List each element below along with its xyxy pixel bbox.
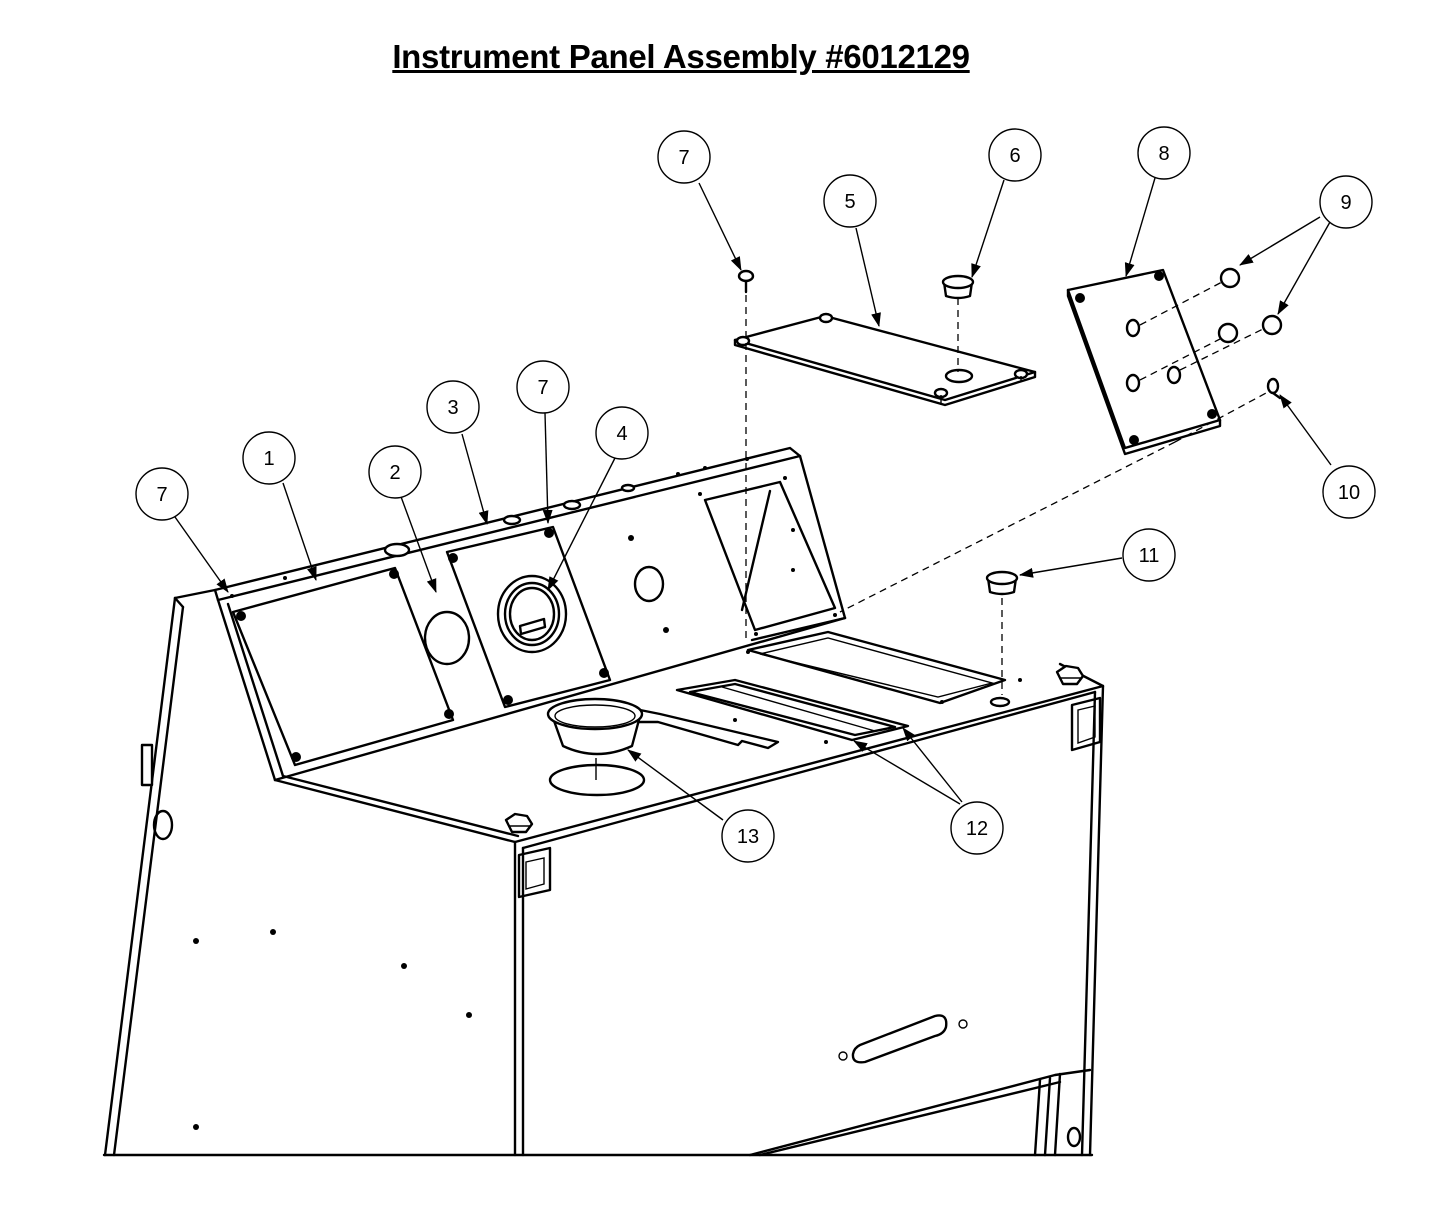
callout-6: 6 (988, 128, 1042, 182)
callout-label: 12 (966, 818, 988, 840)
assembly-lines (745, 281, 1269, 695)
callout-2: 2 (368, 445, 422, 499)
callout-12: 12 (950, 801, 1004, 855)
callout-label: 3 (447, 397, 458, 419)
desk-top-features (548, 630, 1022, 797)
top-cover-plate (733, 312, 1037, 407)
plug-6 (941, 274, 975, 300)
callout-label: 7 (678, 147, 689, 169)
callout-10: 10 (1322, 465, 1376, 519)
callout-label: 7 (537, 377, 548, 399)
cup-holder (546, 697, 644, 780)
callout-9: 9 (1319, 175, 1373, 229)
callout-3: 3 (426, 380, 480, 434)
callout-8: 8 (1137, 126, 1191, 180)
leader-lines (174, 177, 1332, 821)
switch-panel (1066, 267, 1283, 456)
callout-5: 5 (823, 174, 877, 228)
callout-1: 1 (242, 431, 296, 485)
callout-label: 2 (389, 462, 400, 484)
callout-label: 5 (844, 191, 855, 213)
callout-label: 1 (263, 448, 274, 470)
callout-label: 8 (1158, 143, 1169, 165)
callout-label: 6 (1009, 145, 1020, 167)
callout-7-middle: 7 (516, 360, 570, 414)
callout-label: 13 (737, 826, 759, 848)
diagram-title: Instrument Panel Assembly #6012129 (392, 38, 970, 75)
callout-label: 10 (1338, 482, 1360, 504)
callout-7-top: 7 (657, 130, 711, 184)
callout-4: 4 (595, 406, 649, 460)
cabinet-body (102, 588, 1105, 1157)
callout-label: 11 (1139, 545, 1160, 567)
screw-top (737, 269, 755, 294)
screw-10 (1266, 377, 1282, 400)
callout-7-left: 7 (135, 467, 189, 521)
callout-11: 11 (1122, 528, 1176, 582)
callout-label: 9 (1340, 192, 1351, 214)
callout-label: 7 (156, 484, 167, 506)
plug-11 (985, 570, 1019, 596)
callout-label: 4 (616, 423, 627, 445)
instrument-console (213, 446, 847, 782)
callout-13: 13 (721, 809, 775, 863)
